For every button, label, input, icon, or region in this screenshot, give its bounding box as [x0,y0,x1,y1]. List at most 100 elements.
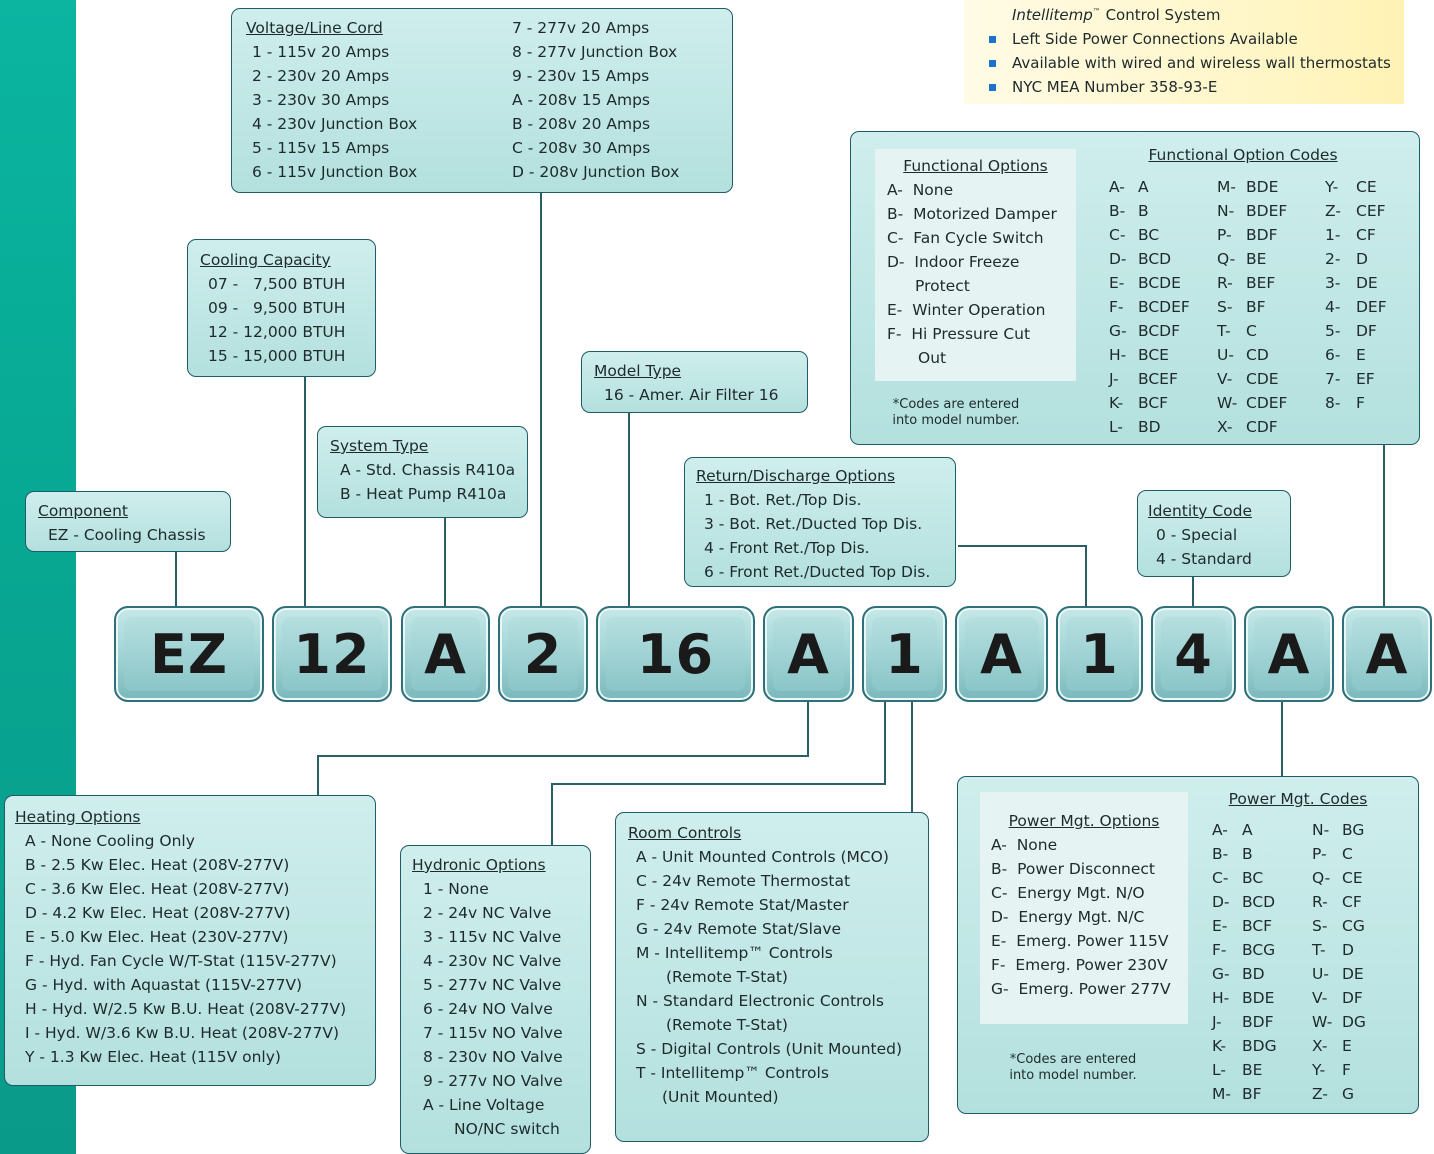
code-cell: G- [1212,965,1230,983]
code-cell: 6- [1325,346,1341,364]
code-cell: Y- [1312,1061,1326,1079]
code-cell: BDG [1242,1037,1277,1055]
identity-title: Identity Code [1148,502,1253,520]
code-cell: DEF [1356,298,1387,316]
voltage-item: 2 - 230v 20 Amps [252,67,390,85]
return-discharge-item: 1 - Bot. Ret./Top Dis. [704,491,862,509]
code-cell: E- [1212,917,1228,935]
code-cell: D- [1212,893,1230,911]
code-cell: BD [1242,965,1265,983]
room-controls-title: Room Controls [628,824,742,842]
code-cell: DE [1356,274,1378,292]
return-discharge-box: Return/Discharge Options 1 - Bot. Ret./T… [684,457,956,587]
code-cell: CE [1356,178,1377,196]
code-cell: BC [1242,869,1264,887]
code-cell: A- [1212,821,1228,839]
code-cell: N- [1217,202,1235,220]
model-key-component: EZ [114,606,264,702]
functional-option: A- None [887,181,954,199]
code-cell: B- [1109,202,1126,220]
code-cell: CEF [1356,202,1386,220]
code-cell: N- [1312,821,1330,839]
hydronic-item: NO/NC switch [454,1120,560,1138]
voltage-box: Voltage/Line Cord 1 - 115v 20 Amps 2 - 2… [231,8,733,193]
voltage-item: 1 - 115v 20 Amps [252,43,390,61]
power-options-title-wrap: Power Mgt. Options [980,809,1188,833]
voltage-item: 5 - 115v 15 Amps [252,139,390,157]
functional-note: *Codes are entered into model number. [881,397,1031,429]
hydronic-item: 9 - 277v NO Valve [423,1072,563,1090]
hydronic-item: 2 - 24v NC Valve [423,904,552,922]
functional-option: Protect [915,277,970,295]
code-cell: DG [1342,1013,1366,1031]
system-type-title: System Type [330,437,429,455]
heating-item: B - 2.5 Kw Elec. Heat (208V-277V) [25,856,290,874]
room-controls-item: (Remote T-Stat) [666,968,788,986]
system-type-item: A - Std. Chassis R410a [340,461,516,479]
room-controls-box: Room Controls A - Unit Mounted Controls … [615,812,929,1142]
voltage-item: 6 - 115v Junction Box [252,163,418,181]
code-cell: EF [1356,370,1375,388]
voltage-item: 9 - 230v 15 Amps [512,67,650,85]
code-cell: T- [1312,941,1326,959]
hydronic-item: 3 - 115v NC Valve [423,928,562,946]
code-cell: A [1242,821,1253,839]
code-cell: CDEF [1246,394,1288,412]
voltage-col2: 7 - 277v 20 Amps 8 - 277v Junction Box 9… [512,16,679,184]
room-controls-item: T - Intellitemp™ Controls [636,1064,829,1082]
heating-item: H - Hyd. W/2.5 Kw B.U. Heat (208V-277V) [25,1000,347,1018]
code-cell: 3- [1325,274,1341,292]
code-cell [1356,415,1416,439]
room-controls-item: (Unit Mounted) [662,1088,779,1106]
code-cell: Z- [1325,202,1341,220]
voltage-item: 8 - 277v Junction Box [512,43,678,61]
code-cell: BEF [1246,274,1276,292]
connector-hydronic [551,702,886,845]
code-cell: BD [1138,418,1161,436]
code-cell: CG [1342,917,1365,935]
cooling-item: 12 - 12,000 BTUH [208,323,346,341]
code-cell: J- [1109,370,1119,388]
model-key-hydronic: 1 [862,606,947,702]
code-cell: W- [1217,394,1238,412]
code-cell: 4- [1325,298,1341,316]
code-cell: C [1246,322,1257,340]
cooling-item: 15 - 15,000 BTUH [208,347,346,365]
code-cell: M- [1217,178,1236,196]
code-cell: F [1342,1061,1351,1079]
code-cell: C [1342,845,1353,863]
model-key-cooling: 12 [272,606,392,702]
power-option: C- Energy Mgt. N/O [991,884,1145,902]
code-cell: E [1342,1037,1352,1055]
return-discharge-item: 6 - Front Ret./Ducted Top Dis. [704,563,931,581]
code-cell: B [1138,202,1149,220]
hydronic-item: 7 - 115v NO Valve [423,1024,563,1042]
code-cell: BCDF [1138,322,1181,340]
code-cell: L- [1212,1061,1226,1079]
component-item: EZ - Cooling Chassis [48,526,206,544]
code-cell: BCG [1242,941,1276,959]
code-cell: B- [1212,845,1229,863]
power-codes-title: Power Mgt. Codes [1228,790,1368,808]
model-key-functional: A [1342,606,1432,702]
code-cell: C- [1212,869,1229,887]
code-cell: J- [1212,1013,1222,1031]
code-cell: BDE [1246,178,1279,196]
bullet-icon [989,60,996,67]
heating-item: C - 3.6 Kw Elec. Heat (208V-277V) [25,880,290,898]
feature-list: Intellitemp™ Control System Left Side Po… [988,0,1428,99]
identity-item: 0 - Special [1156,526,1238,544]
code-cell: BCE [1138,346,1169,364]
code-cell: BDE [1242,989,1275,1007]
code-cell: D [1356,250,1368,268]
model-key-power: A [1244,606,1334,702]
hydronic-item: 1 - None [423,880,489,898]
room-controls-item: A - Unit Mounted Controls (MCO) [636,848,889,866]
model-key-model-type: 16 [596,606,755,702]
heating-item: D - 4.2 Kw Elec. Heat (208V-277V) [25,904,291,922]
code-cell: 5- [1325,322,1341,340]
heating-item: G - Hyd. with Aquastat (115V-277V) [25,976,303,994]
code-cell: X- [1312,1037,1328,1055]
code-cell: BDF [1242,1013,1274,1031]
